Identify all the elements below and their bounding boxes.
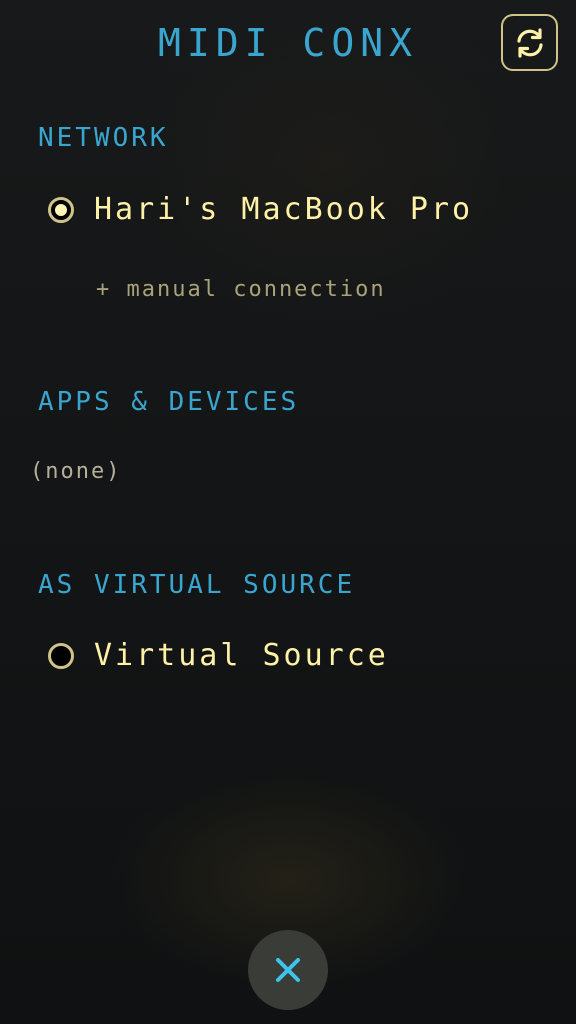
network-device-label: Hari's MacBook Pro bbox=[94, 192, 474, 227]
apps-devices-heading: APPS & DEVICES bbox=[38, 387, 300, 417]
close-icon bbox=[276, 958, 300, 982]
manual-connection-link[interactable]: + manual connection bbox=[96, 277, 386, 302]
network-heading: NETWORK bbox=[38, 123, 169, 153]
close-button[interactable] bbox=[248, 930, 328, 1010]
apps-devices-empty-text: (none) bbox=[30, 459, 122, 484]
virtual-source-label: Virtual Source bbox=[94, 638, 389, 673]
virtual-source-item[interactable]: Virtual Source bbox=[48, 638, 389, 674]
refresh-button[interactable] bbox=[501, 14, 558, 71]
refresh-icon bbox=[516, 27, 543, 58]
radio-unselected[interactable] bbox=[48, 643, 74, 669]
app-title: MIDI CONX bbox=[158, 21, 418, 65]
network-device-item[interactable]: Hari's MacBook Pro bbox=[48, 192, 473, 228]
radio-selected[interactable] bbox=[48, 197, 74, 223]
virtual-source-heading: AS VIRTUAL SOURCE bbox=[38, 570, 356, 600]
radio-dot bbox=[55, 204, 67, 216]
